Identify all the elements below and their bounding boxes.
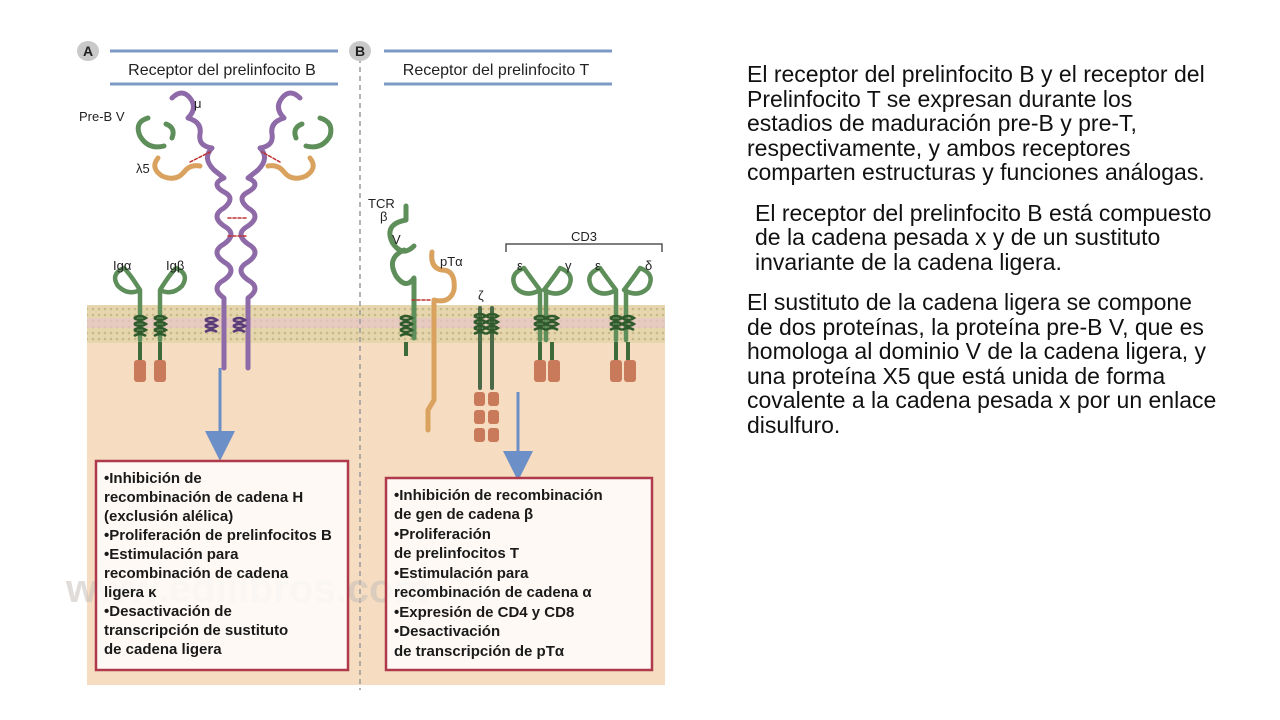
svg-text:•Inhibición de: •Inhibición de bbox=[104, 470, 202, 487]
svg-text:•Expresión de CD4 y CD8: •Expresión de CD4 y CD8 bbox=[394, 604, 574, 621]
paragraph-3: El sustituto de la cadena ligera se comp… bbox=[747, 289, 1217, 438]
label-mu: μ bbox=[194, 96, 202, 111]
heavy-chain-left bbox=[169, 90, 234, 371]
heavy-chain-right bbox=[238, 90, 303, 371]
cd3-bracket bbox=[505, 243, 663, 252]
label-epsilon-2: ε bbox=[595, 258, 601, 273]
svg-text:transcripción de sustituto: transcripción de sustituto bbox=[104, 622, 288, 639]
svg-text:de gen de cadena β: de gen de cadena β bbox=[394, 506, 533, 523]
svg-text:recombinación de cadena α: recombinación de cadena α bbox=[394, 584, 592, 601]
panel-a-title: Receptor del prelinfocito B bbox=[128, 62, 316, 79]
svg-text:(exclusión alélica): (exclusión alélica) bbox=[104, 508, 233, 525]
pre-b-v-left bbox=[135, 115, 176, 150]
label-delta: δ bbox=[645, 258, 652, 273]
panel-b-header: B Receptor del prelinfocito T bbox=[349, 41, 612, 86]
svg-text:ligera κ: ligera κ bbox=[104, 584, 157, 601]
svg-text:•Proliferación de prelinfocito: •Proliferación de prelinfocitos B bbox=[104, 527, 332, 544]
receptor-diagram: A Receptor del prelinfocito B B Receptor… bbox=[65, 41, 665, 690]
svg-text:•Proliferación: •Proliferación bbox=[394, 526, 491, 543]
label-gamma: γ bbox=[565, 258, 572, 273]
panel-a-effects-box bbox=[94, 459, 350, 672]
label-ig-alpha: Igα bbox=[113, 258, 132, 273]
svg-text:•Inhibición de recombinación: •Inhibición de recombinación bbox=[394, 487, 603, 504]
svg-text:•Estimulación para: •Estimulación para bbox=[104, 546, 239, 563]
label-epsilon-1: ε bbox=[517, 258, 523, 273]
label-ig-beta: Igβ bbox=[166, 258, 184, 273]
svg-text:de transcripción de pTα: de transcripción de pTα bbox=[394, 643, 565, 660]
zeta-chain bbox=[478, 306, 494, 390]
panel-a-letter: A bbox=[83, 43, 93, 59]
label-pt-alpha: pTα bbox=[440, 254, 463, 269]
cd3-gamma-chain bbox=[541, 265, 573, 343]
paragraph-1: El receptor del prelinfocito B y el rece… bbox=[747, 61, 1205, 185]
panel-b-letter: B bbox=[355, 43, 365, 59]
svg-text:•Desactivación de: •Desactivación de bbox=[104, 603, 232, 620]
svg-text:recombinación de cadena: recombinación de cadena bbox=[104, 565, 289, 582]
panel-b-effects-box bbox=[384, 476, 654, 672]
svg-text:de prelinfocitos T: de prelinfocitos T bbox=[394, 545, 519, 562]
svg-text:de cadena ligera: de cadena ligera bbox=[104, 641, 222, 658]
panel-a-effects-list: •Inhibición de recombinación de cadena H… bbox=[104, 470, 332, 658]
pt-alpha-chain bbox=[425, 249, 457, 433]
panel-b-title: Receptor del prelinfocito T bbox=[403, 62, 590, 79]
label-tcr: TCR bbox=[368, 196, 395, 211]
tcr-beta-chain bbox=[387, 203, 417, 341]
panel-b-effects-list: •Inhibición de recombinación de gen de c… bbox=[394, 487, 603, 660]
label-zeta: ζ bbox=[478, 288, 484, 303]
svg-text:•Desactivación: •Desactivación bbox=[394, 623, 500, 640]
lambda5-right bbox=[265, 155, 316, 181]
label-pre-b-v: Pre-B V bbox=[79, 109, 125, 124]
label-beta: β bbox=[380, 209, 387, 224]
label-cd3: CD3 bbox=[571, 229, 597, 244]
svg-text:recombinación de cadena H: recombinación de cadena H bbox=[104, 489, 303, 506]
explanatory-text: El receptor del prelinfocito B y el rece… bbox=[747, 62, 1217, 453]
label-lambda5: λ5 bbox=[136, 161, 150, 176]
paragraph-2: El receptor del prelinfocito B está comp… bbox=[755, 199, 1212, 275]
lambda5-left bbox=[152, 155, 203, 181]
label-v: V bbox=[392, 232, 401, 247]
pre-b-v-right bbox=[292, 115, 334, 150]
svg-text:•Estimulación para: •Estimulación para bbox=[394, 565, 529, 582]
panel-a-header: A Receptor del prelinfocito B bbox=[77, 41, 338, 86]
